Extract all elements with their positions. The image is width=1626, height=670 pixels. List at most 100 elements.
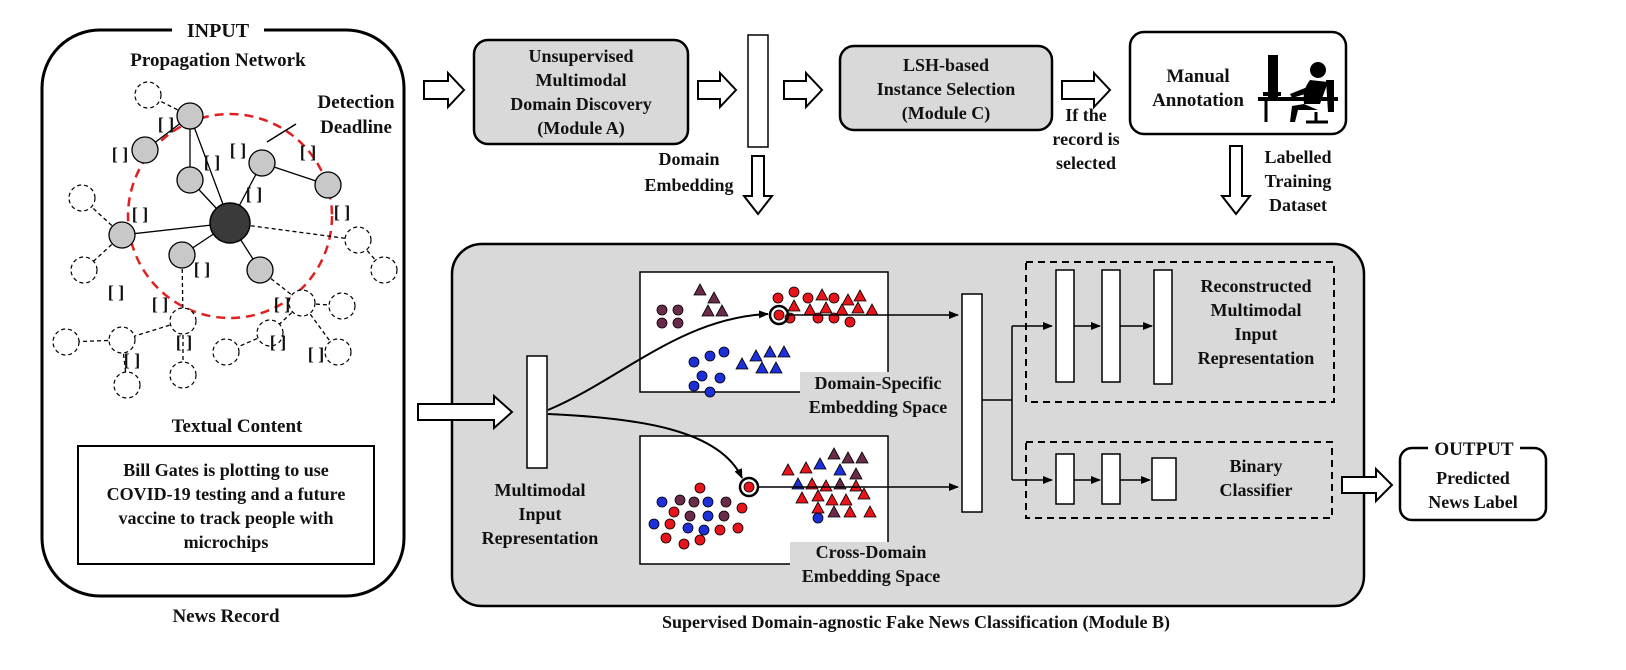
future-node xyxy=(108,326,136,354)
multimodal-input-label-2: Input xyxy=(518,504,561,524)
embedding-triangle xyxy=(735,357,749,370)
embedding-point xyxy=(720,496,732,508)
feature-bracket: [ ] xyxy=(204,152,221,172)
input-title: INPUT xyxy=(187,20,250,42)
engaged-node xyxy=(246,256,274,284)
embedding-point xyxy=(802,292,814,304)
reconstructed-label-2: Multimodal xyxy=(1210,300,1301,320)
embedding-point xyxy=(714,524,726,536)
module-c-rect xyxy=(838,44,1054,132)
module-c-line-3: (Module C) xyxy=(902,103,991,124)
module-c-line-2: Instance Selection xyxy=(877,79,1016,99)
decoder-dashed-box xyxy=(1025,261,1335,403)
embedding-point xyxy=(668,506,680,518)
embedding-point xyxy=(664,518,676,530)
module-a-rect xyxy=(472,38,690,146)
future-node xyxy=(212,338,240,366)
future-node xyxy=(113,371,141,399)
feature-bracket: [ ] xyxy=(124,350,141,370)
output-label-1: Predicted xyxy=(1436,468,1510,488)
multimodal-input-vector xyxy=(526,355,548,469)
embedding-triangle xyxy=(863,505,877,518)
binary-classifier-label-1: Binary xyxy=(1229,456,1282,476)
embedding-triangle xyxy=(841,451,855,464)
arrow-embedding-to-module-c xyxy=(783,70,824,110)
labelled-training-2: Training xyxy=(1265,171,1332,191)
feature-bracket: [ ] xyxy=(274,294,291,314)
domain-embedding-vector xyxy=(747,34,769,148)
embedding-triangle xyxy=(799,461,813,474)
module-c-line-1: LSH-based xyxy=(903,55,989,75)
embedding-triangle xyxy=(833,463,847,476)
feature-bracket: [ ] xyxy=(308,344,325,364)
manual-annotation-box: Manual Annotation xyxy=(1128,30,1348,136)
output-label-2: News Label xyxy=(1428,492,1518,512)
labelled-training-1: Labelled xyxy=(1264,147,1331,167)
embedding-triangle xyxy=(769,361,783,374)
embedding-point xyxy=(688,356,700,368)
input-panel: INPUT Propagation Network Detection Dead… xyxy=(40,18,406,598)
embedding-triangle xyxy=(849,467,863,480)
arrow-module-c-to-annotation xyxy=(1061,70,1112,110)
embedding-point xyxy=(678,538,690,550)
embedding-triangle xyxy=(693,283,707,296)
embedding-point xyxy=(696,370,708,382)
deadline-label-2: Deadline xyxy=(320,117,392,138)
embedding-point xyxy=(718,346,730,358)
embedding-point xyxy=(672,304,684,316)
engaged-node xyxy=(108,221,136,249)
reconstructed-label-3: Input xyxy=(1234,324,1277,344)
embedding-point xyxy=(732,522,744,534)
deadline-pointer xyxy=(266,123,297,143)
feature-bracket: [ ] xyxy=(108,282,125,302)
news-text-line-4: microchips xyxy=(184,532,269,552)
selection-condition-1: If the xyxy=(1065,105,1107,125)
embedding-point xyxy=(773,309,785,321)
multimodal-input-label-1: Multimodal xyxy=(494,480,585,500)
engaged-node xyxy=(176,102,204,130)
embedding-triangle xyxy=(841,293,855,306)
arrow-to-output xyxy=(1341,466,1394,504)
cross-domain-label-bg xyxy=(790,542,952,588)
module-a-line-4: (Module A) xyxy=(537,118,625,139)
source-node xyxy=(209,202,251,244)
module-a-box: Unsupervised Multimodal Domain Discovery… xyxy=(472,38,690,146)
embedding-point xyxy=(844,316,856,328)
embedding-point xyxy=(672,317,684,329)
future-node xyxy=(328,292,356,320)
cross-domain-label-2: Embedding Space xyxy=(802,566,941,586)
textual-content-label: Textual Content xyxy=(172,416,303,437)
embedding-triangle xyxy=(815,288,829,301)
feature-bracket: [ ] xyxy=(158,114,175,134)
cross-domain-label-1: Cross-Domain xyxy=(816,542,927,562)
embedding-point xyxy=(682,522,694,534)
embedding-point xyxy=(702,496,714,508)
embedding-point xyxy=(694,534,706,546)
deadline-label-1: Detection xyxy=(317,92,394,113)
arrow-module-a-to-embedding xyxy=(697,70,738,110)
embedding-triangle xyxy=(749,349,763,362)
graph-nodes xyxy=(52,81,398,399)
output-title: OUTPUT xyxy=(1434,439,1514,460)
embedding-triangle xyxy=(819,301,833,314)
embedding-points xyxy=(648,283,879,550)
selection-condition-3: selected xyxy=(1056,153,1116,173)
embedding-point xyxy=(788,286,800,298)
embedding-point xyxy=(674,494,686,506)
decoder-layer-2 xyxy=(1101,269,1121,383)
feature-bracket: [ ] xyxy=(270,332,287,352)
embedding-triangle xyxy=(701,304,715,317)
future-node xyxy=(68,184,96,212)
module-b-caption: Supervised Domain-agnostic Fake News Cla… xyxy=(662,612,1170,633)
feature-bracket: [ ] xyxy=(132,204,149,224)
future-node xyxy=(169,361,197,389)
annotation-line-2: Annotation xyxy=(1152,90,1244,111)
embedding-triangle xyxy=(825,493,839,506)
engaged-node xyxy=(314,171,342,199)
person-at-computer-icon xyxy=(1258,55,1338,124)
embedding-point xyxy=(656,496,668,508)
module-b-panel: Multimodal Input Representation Domain-S… xyxy=(417,242,1366,608)
embedding-triangle xyxy=(781,463,795,476)
embedding-point xyxy=(648,518,660,530)
embedding-triangle xyxy=(819,479,833,492)
